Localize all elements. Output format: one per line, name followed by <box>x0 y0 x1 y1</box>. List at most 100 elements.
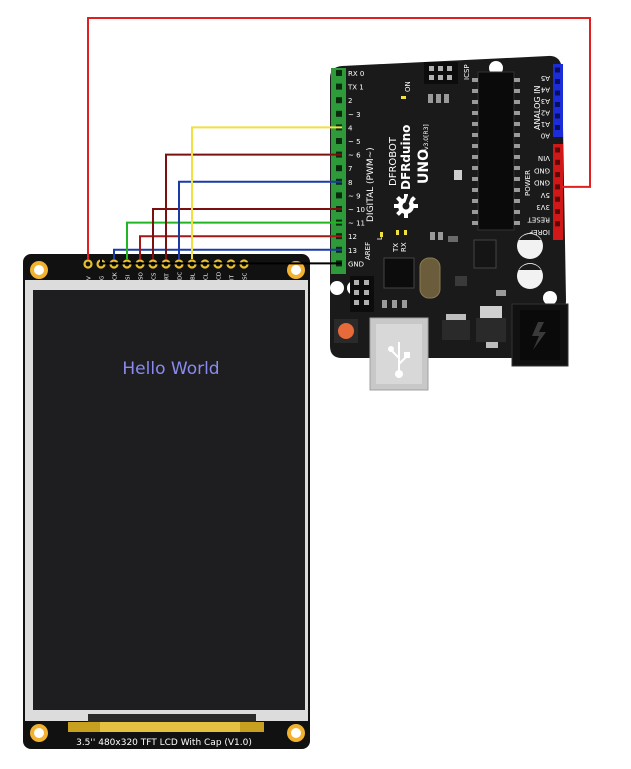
chip-pin <box>514 111 520 115</box>
chip-pin <box>472 188 478 192</box>
chip-pin <box>514 144 520 148</box>
lcd-flex-ribbon <box>88 714 256 722</box>
digital-pin-label-8: 8 <box>348 179 352 187</box>
wires <box>87 17 591 265</box>
chip-pin <box>514 188 520 192</box>
lcd-pin-label: BL <box>191 272 197 280</box>
icsp-header <box>424 62 458 84</box>
digital-pin-socket <box>336 83 342 90</box>
wire-dc-to-8 <box>178 180 342 259</box>
chip-pin <box>514 221 520 225</box>
usb-connector <box>369 317 429 391</box>
wire-cs-to-10 <box>152 208 342 259</box>
chip-pin <box>472 78 478 82</box>
lcd-mount-hole <box>287 261 305 279</box>
tx-led <box>396 230 399 235</box>
analog-pin-label-a4: A4 <box>540 86 550 94</box>
digital-pin-label-13: 13 <box>348 247 357 255</box>
board-mount-hole <box>543 291 557 305</box>
arduino-uno-board: RX 0TX 12~ 34~ 5~ 678~ 9~ 10~ 111213GND … <box>330 55 569 391</box>
lcd-mount-hole <box>30 724 48 742</box>
power-pin-label-vin: VIN <box>538 154 550 162</box>
wire-g-to-gnd <box>100 259 342 265</box>
power-pin-label-gnd: GND <box>534 179 550 187</box>
chip-pin <box>514 166 520 170</box>
wire-rt-to-6 <box>165 153 342 259</box>
analog-label: ANALOG IN <box>533 86 542 131</box>
lcd-pin-label: SO <box>139 272 145 280</box>
chip-pin <box>514 177 520 181</box>
power-pin-label-gnd: GND <box>534 166 550 174</box>
lcd-pin-label: SI <box>126 275 132 280</box>
chip-pin <box>472 221 478 225</box>
chip-pin <box>472 89 478 93</box>
version-label: v3.0[R3] <box>423 124 430 150</box>
analog-pin-label-a1: A1 <box>541 120 550 128</box>
digital-pin-socket <box>336 110 342 117</box>
digital-pin-label-12: 12 <box>348 233 357 241</box>
digital-pin-label-rx-0: RX 0 <box>348 70 364 78</box>
chip-pin <box>472 166 478 170</box>
analog-pin-socket <box>555 113 560 119</box>
on-led <box>401 96 406 99</box>
lcd-screen-text: Hello World <box>122 359 219 379</box>
chip-pin <box>472 210 478 214</box>
model-label: DFRduino <box>399 125 413 190</box>
lcd-mount-hole <box>30 261 48 279</box>
lcd-pin-label: RT <box>165 273 171 280</box>
chip-pin <box>514 122 520 126</box>
atmega-chip <box>477 71 515 231</box>
analog-pin-label-a0: A0 <box>541 132 550 140</box>
wire-v-to-5v <box>87 17 591 259</box>
rx-label: RX <box>400 242 408 252</box>
digital-pin-label-5: ~ 5 <box>348 138 361 146</box>
chip-pin <box>514 133 520 137</box>
wire-so-to-12 <box>139 235 342 259</box>
tx-label: TX <box>392 243 400 253</box>
wire-bl-to-4 <box>191 126 342 259</box>
digital-pin-label-7: 7 <box>348 165 352 173</box>
lcd-mount-hole <box>287 724 305 742</box>
chip-pin <box>472 111 478 115</box>
digital-pin-socket <box>336 165 342 172</box>
dc-power-jack <box>511 303 569 367</box>
digital-pin-socket <box>336 70 342 76</box>
analog-pin-socket <box>555 79 560 84</box>
analog-pin-label-a2: A2 <box>541 109 550 117</box>
chip-pin <box>472 144 478 148</box>
digital-pin-label-6: ~ 6 <box>348 152 361 160</box>
chip-pin <box>472 199 478 203</box>
digital-pin-label-11: ~ 11 <box>348 220 365 228</box>
power-pin-socket <box>555 147 560 153</box>
lcd-pin-label: CD <box>217 272 223 280</box>
chip-pin <box>472 100 478 104</box>
analog-pin-socket <box>555 67 560 73</box>
brand-label: DFROBOT <box>388 136 399 186</box>
board-mount-hole <box>330 281 344 295</box>
power-pin-socket <box>555 159 560 165</box>
power-pin-socket <box>555 184 560 190</box>
analog-pin-label-a3: A3 <box>541 97 550 105</box>
analog-pin-socket <box>555 90 560 96</box>
power-pin-socket <box>555 172 560 178</box>
analog-pin-socket <box>555 102 560 107</box>
chip-pin <box>514 199 520 203</box>
icsp-label: ICSP <box>463 64 471 80</box>
chip-pin <box>514 89 520 93</box>
reset-button-cap[interactable] <box>338 323 354 339</box>
power-label: POWER <box>524 170 532 196</box>
lightning-icon <box>532 322 546 350</box>
variant-label: UNO <box>416 149 432 184</box>
usb-controller-chip <box>383 257 415 289</box>
chip-pins <box>472 78 520 225</box>
wire-si-to-11 <box>126 221 342 259</box>
power-pin-socket <box>555 196 560 202</box>
lcd-pin-label: CS <box>152 272 158 280</box>
digital-pin-label-2: 2 <box>348 97 352 105</box>
lcd-pin-label: CK <box>113 272 119 280</box>
